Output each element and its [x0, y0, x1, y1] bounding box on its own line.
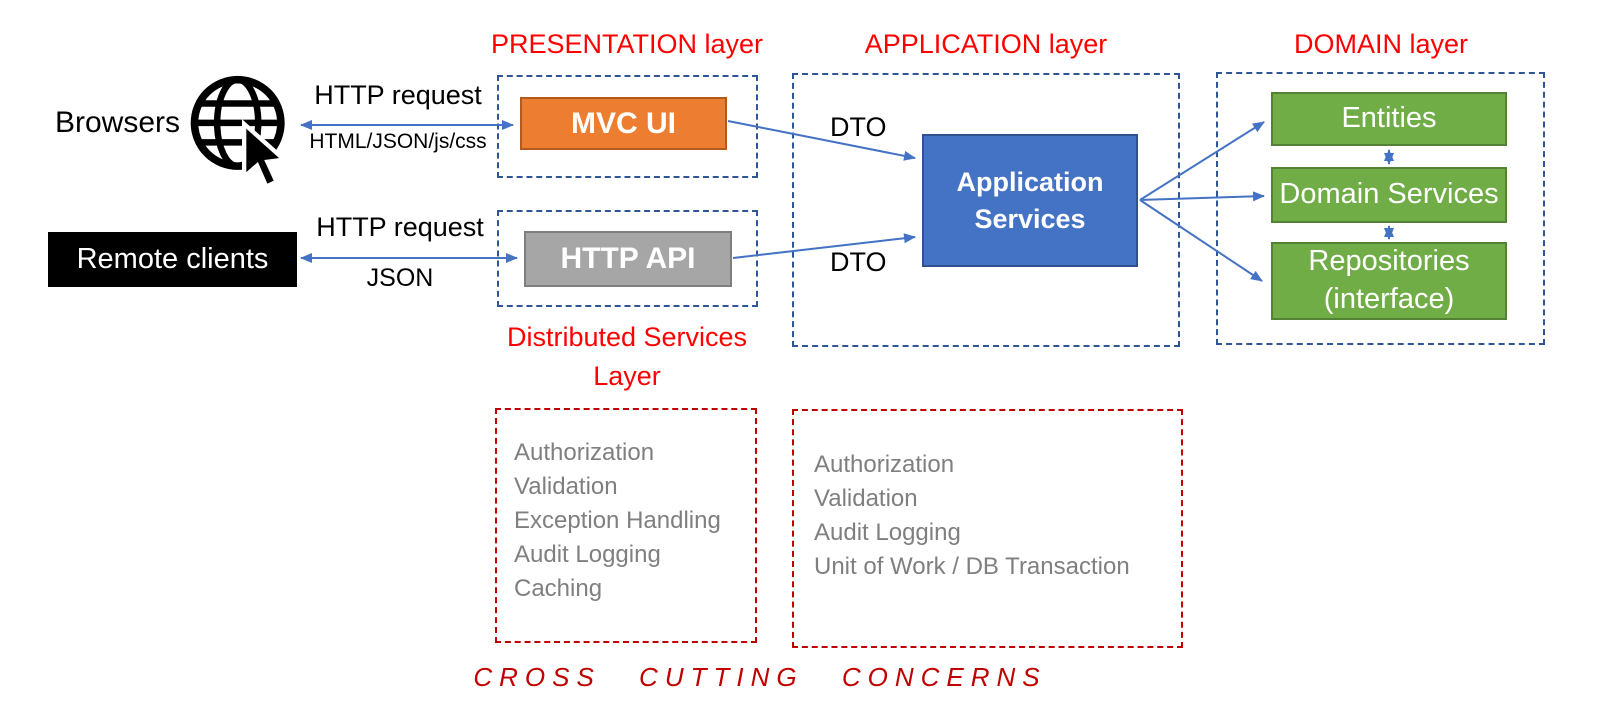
dto-label-top: DTO: [830, 112, 887, 142]
distributed-services-title-line2: Layer: [593, 361, 661, 391]
browser-http-request-label: HTTP request: [314, 79, 482, 110]
distributed-services-layer-title: Distributed Services Layer: [477, 317, 777, 397]
concern-item: Authorization: [514, 439, 655, 466]
concern-item: Unit of Work / DB Transaction: [814, 553, 1130, 580]
concern-item: Validation: [814, 485, 918, 512]
distributed-services-title-line1: Distributed Services: [506, 322, 748, 352]
browsers-label: Browsers: [55, 106, 181, 139]
application-layer-title: APPLICATION layer: [864, 28, 1108, 59]
browser-http-sublabel: HTML/JSON/js/css: [309, 130, 487, 153]
concern-item: Audit Logging: [814, 519, 961, 546]
concern-item: Exception Handling: [514, 507, 721, 534]
remote-http-request-label: HTTP request: [316, 211, 484, 242]
presentation-layer-title: PRESENTATION layer: [490, 28, 764, 59]
remote-http-sublabel: JSON: [366, 263, 434, 292]
dto-label-bottom: DTO: [830, 247, 887, 277]
entities-node: Entities: [1271, 92, 1507, 146]
application-services-node: Application Services: [922, 134, 1138, 267]
concern-item: Authorization: [814, 451, 955, 478]
cross-cutting-concerns-footer: CROSS CUTTING CONCERNS: [473, 661, 1047, 692]
domain-layer-title: DOMAIN layer: [1293, 28, 1469, 59]
cursor-pointer-icon: [242, 119, 290, 190]
http-api-node: HTTP API: [524, 231, 732, 287]
concern-item: Audit Logging: [514, 541, 661, 568]
domain-services-node: Domain Services: [1271, 167, 1507, 223]
mvc-ui-node: MVC UI: [520, 97, 727, 150]
concern-item: Caching: [514, 575, 603, 602]
repositories-node: Repositories (interface): [1271, 242, 1507, 320]
concern-item: Validation: [514, 473, 618, 500]
remote-clients-node: Remote clients: [48, 232, 297, 287]
globe-cursor-icon: [190, 75, 290, 190]
